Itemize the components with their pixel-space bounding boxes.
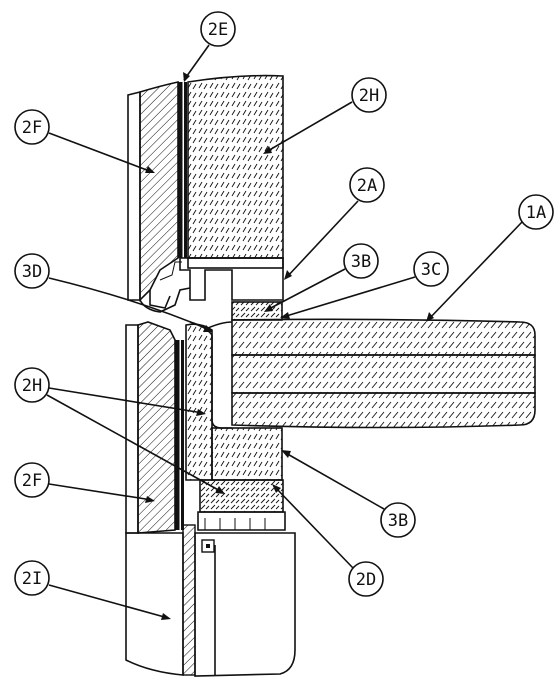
callout-3B-top: 3B	[264, 243, 379, 312]
label-2H-top: 2H	[359, 86, 379, 106]
lower-outer-panel	[125, 324, 139, 534]
callout-3D: 3D	[14, 253, 213, 332]
callout-2F-top: 2F	[14, 109, 155, 173]
lower-wall	[125, 321, 286, 676]
floor-slab	[189, 301, 536, 429]
upper-channel-bar	[187, 257, 284, 269]
callout-2I: 2I	[14, 560, 171, 620]
label-2F-bottom: 2F	[22, 471, 42, 491]
callout-3B-bottom: 3B	[281, 450, 416, 538]
label-3B-top: 3B	[351, 252, 371, 272]
lower-insulation-block	[211, 427, 283, 481]
callout-2H-top: 2H	[263, 77, 387, 154]
callout-2F-bottom: 2F	[14, 462, 155, 503]
callout-3C: 3C	[280, 251, 449, 319]
upper-insulation	[187, 74, 284, 259]
lower-cladding	[137, 321, 176, 534]
strip-2d	[199, 479, 284, 513]
callout-2E: 2E	[183, 11, 236, 82]
slab-mid	[231, 354, 536, 394]
base-panel-shape	[125, 532, 184, 676]
lower-channel	[197, 511, 286, 531]
label-1A: 1A	[526, 203, 546, 223]
slab-bottom	[231, 392, 536, 429]
label-2F-top: 2F	[22, 118, 42, 138]
lower-insulation	[185, 323, 213, 481]
label-3D: 3D	[22, 262, 42, 282]
upper-wall	[127, 74, 284, 313]
callout-2D: 2D	[272, 484, 384, 597]
upper-membrane	[178, 82, 182, 258]
callout-2A: 2A	[284, 167, 385, 280]
flashing	[139, 287, 191, 313]
upper-liner	[184, 82, 187, 258]
block-3b-top	[231, 301, 283, 321]
slab-top	[231, 318, 536, 356]
upper-channel	[179, 257, 284, 301]
base-panel	[125, 532, 296, 677]
upper-cladding	[139, 81, 179, 302]
label-2A: 2A	[357, 176, 377, 196]
upper-outer-panel	[127, 90, 141, 301]
label-2I: 2I	[22, 569, 42, 589]
label-3B-bottom: 3B	[388, 511, 408, 531]
label-2H-mid: 2H	[22, 376, 42, 396]
callout-1A: 1A	[426, 194, 554, 322]
label-3C: 3C	[421, 260, 441, 280]
callout-2H-mid: 2H	[14, 367, 225, 494]
label-2E: 2E	[208, 20, 228, 40]
label-2D: 2D	[356, 570, 376, 590]
